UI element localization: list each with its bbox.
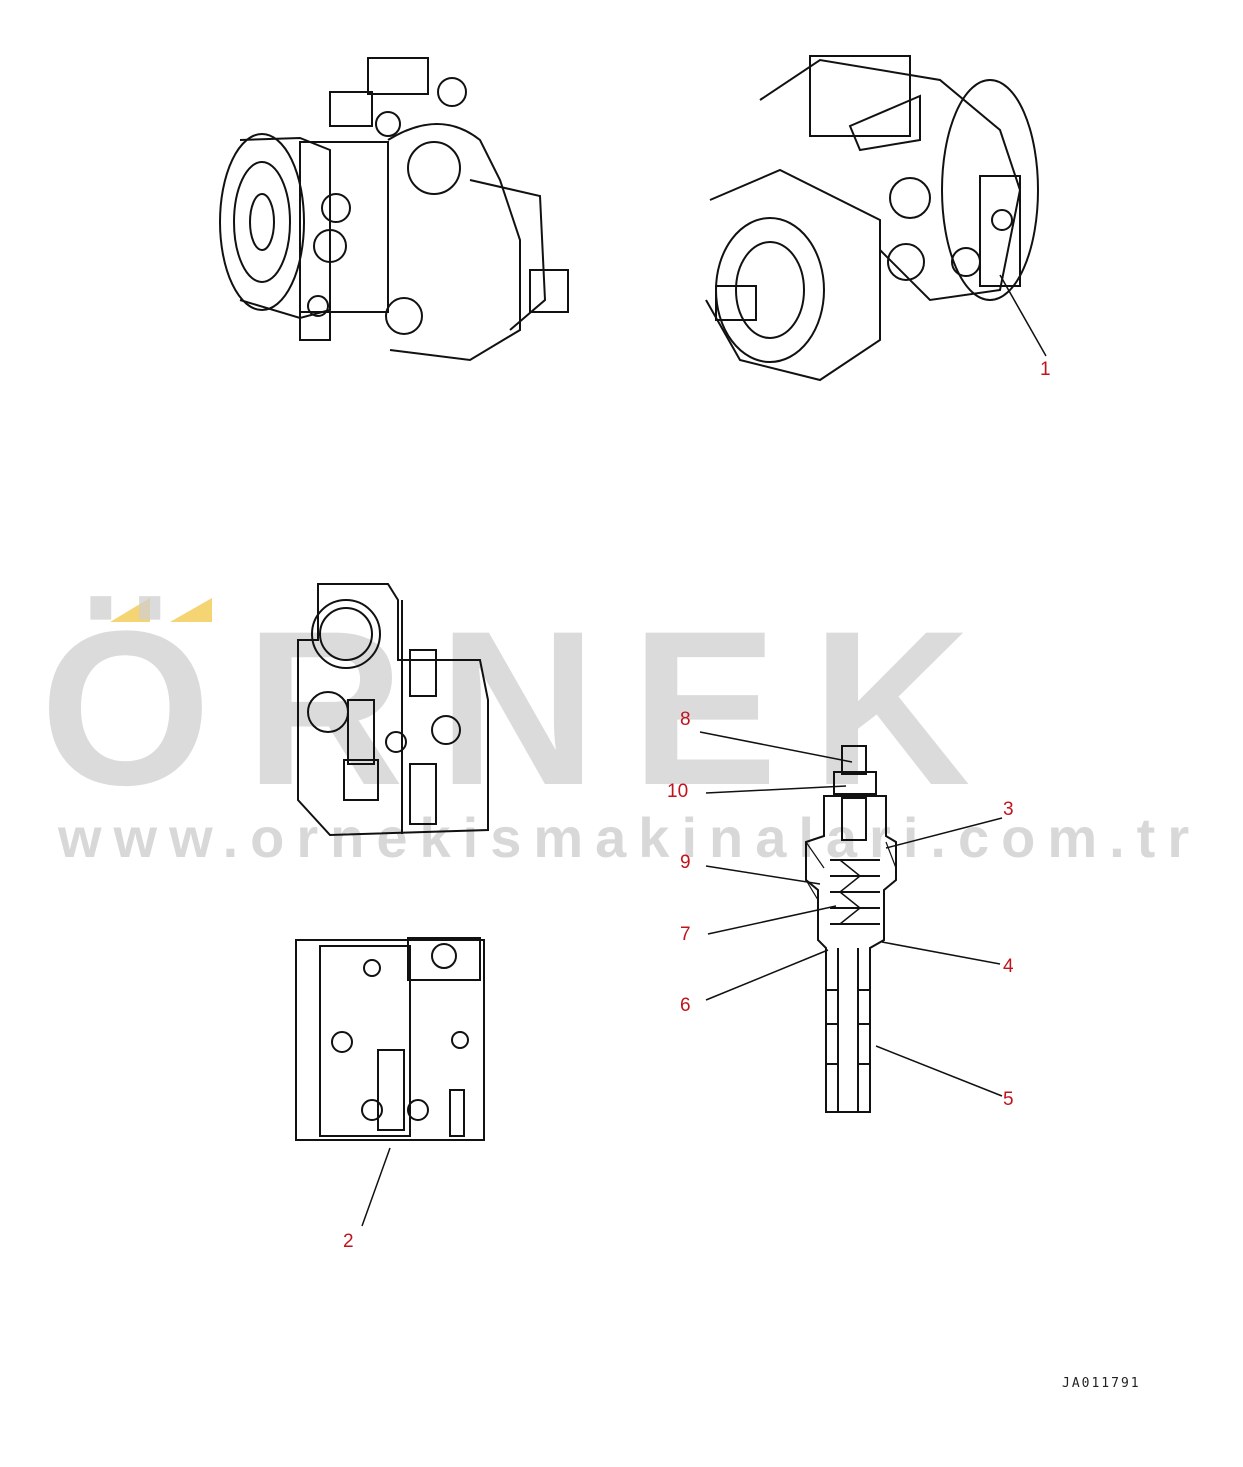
control-block-side (295, 937, 485, 1227)
callout-7: 7 (680, 924, 691, 945)
callout-9: 9 (680, 852, 691, 873)
callout-6: 6 (680, 995, 691, 1016)
valve-cross-section (699, 731, 1003, 1113)
callout-5: 5 (1003, 1089, 1014, 1110)
callout-1: 1 (1040, 359, 1051, 380)
drawing-code: JA011791 (1062, 1376, 1141, 1391)
callout-4: 4 (1003, 956, 1014, 977)
callout-3: 3 (1003, 799, 1014, 820)
callout-2: 2 (343, 1231, 354, 1252)
callout-10: 10 (667, 781, 689, 802)
pump-view-left (219, 57, 569, 362)
callout-8: 8 (680, 709, 691, 730)
control-block-front (297, 583, 489, 837)
watermark-word: ÖRNEK (40, 585, 1005, 831)
pump-view-right (705, 55, 1047, 382)
